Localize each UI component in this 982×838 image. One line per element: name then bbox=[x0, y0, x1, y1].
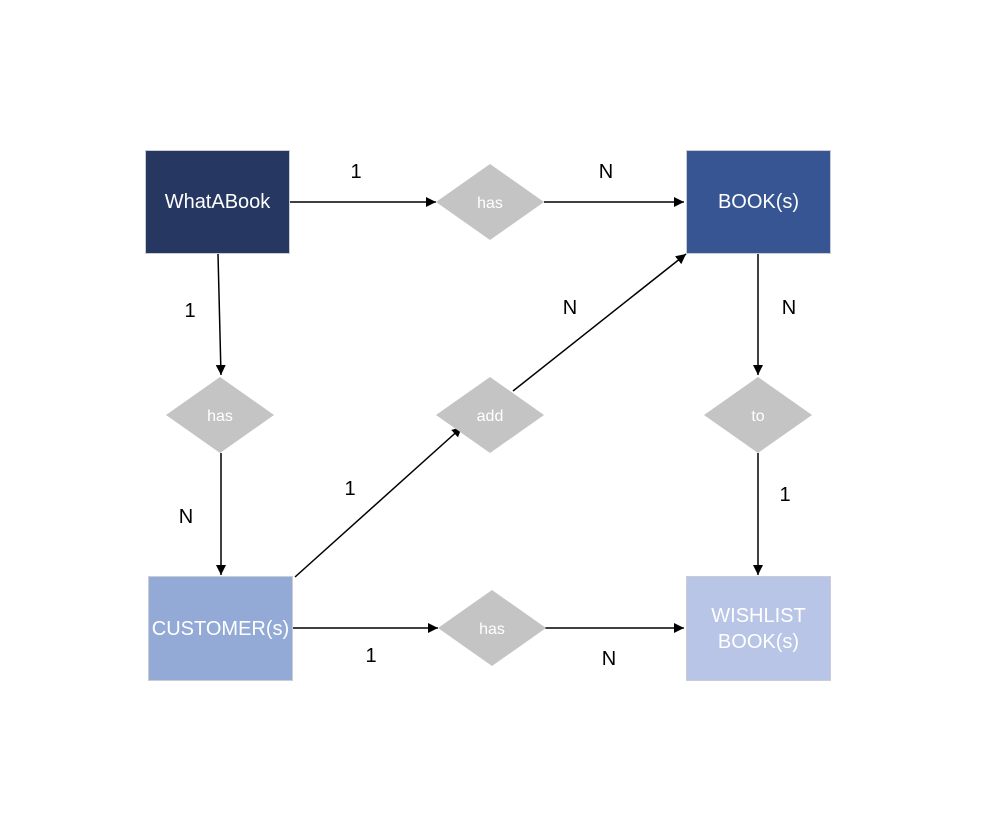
cardinality-right-one: 1 bbox=[779, 484, 790, 506]
relationship-to: to bbox=[704, 377, 812, 453]
edge-customers-to-add bbox=[294, 426, 463, 578]
relationship-has-left: has bbox=[166, 377, 274, 453]
edge-add-to-books bbox=[512, 253, 687, 392]
entity-customers: CUSTOMER(s) bbox=[148, 576, 293, 681]
entity-books-label: BOOK(s) bbox=[717, 191, 800, 213]
edge-whatabook-to-has-left bbox=[215, 253, 226, 376]
entity-customers-label: CUSTOMER(s) bbox=[151, 617, 290, 640]
relationship-has-bottom-label: has bbox=[479, 621, 505, 638]
cardinality-left-many: N bbox=[179, 506, 193, 528]
relationship-to-label: to bbox=[751, 408, 764, 425]
cardinality-add-many: N bbox=[563, 297, 577, 319]
entity-wishlist-books: WISHLIST BOOK(s) bbox=[686, 576, 831, 681]
entity-wishlist-books-label: WISHLIST BOOK(s) bbox=[711, 604, 806, 653]
relationship-add-label: add bbox=[477, 408, 504, 425]
cardinality-bottom-one: 1 bbox=[365, 645, 376, 667]
relationship-has-bottom: has bbox=[438, 590, 546, 666]
relationship-has-top-label: has bbox=[477, 195, 503, 212]
entity-books: BOOK(s) bbox=[686, 150, 831, 254]
cardinality-top-many: N bbox=[599, 161, 613, 183]
entity-whatabook-label: WhatABook bbox=[164, 191, 271, 213]
entity-whatabook: WhatABook bbox=[145, 150, 290, 254]
relationship-has-top: has bbox=[436, 164, 544, 240]
relationship-add: add bbox=[436, 377, 544, 453]
cardinality-top-one: 1 bbox=[350, 161, 361, 183]
relationship-has-left-label: has bbox=[207, 408, 233, 425]
cardinality-bottom-many: N bbox=[602, 648, 616, 670]
cardinality-add-one: 1 bbox=[344, 478, 355, 500]
cardinality-left-one: 1 bbox=[184, 300, 195, 322]
cardinality-right-many: N bbox=[782, 297, 796, 319]
